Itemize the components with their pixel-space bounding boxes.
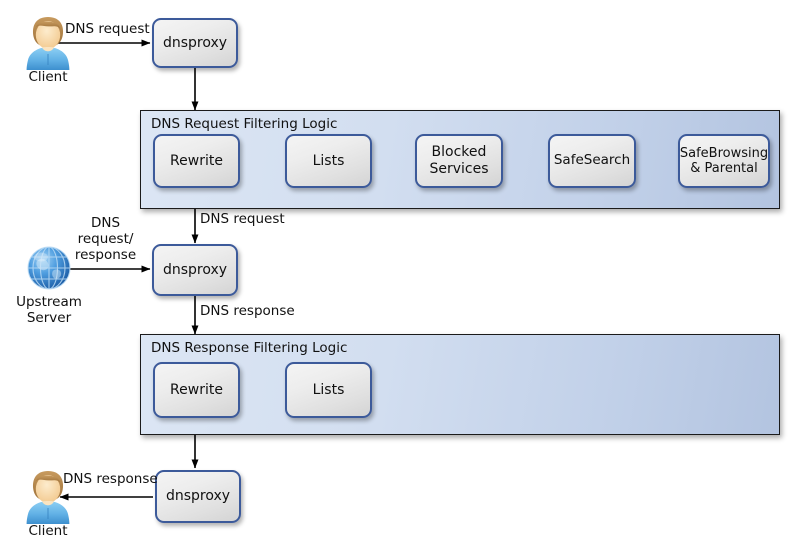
node-req-rewrite[interactable]: Rewrite	[153, 134, 240, 188]
container-response-filtering-logic: DNS Response Filtering Logic	[140, 334, 780, 435]
node-resp-lists[interactable]: Lists	[285, 362, 372, 418]
node-dnsproxy-top[interactable]: dnsproxy	[152, 18, 238, 68]
node-dnsproxy-bottom[interactable]: dnsproxy	[155, 470, 241, 523]
node-req-blocked-services[interactable]: Blocked Services	[415, 134, 503, 188]
node-resp-rewrite[interactable]: Rewrite	[153, 362, 240, 418]
actor-caption-client-top: Client	[28, 69, 68, 85]
edge-label-upstream-exchange: DNS request/ response	[74, 215, 137, 263]
user-icon	[26, 471, 70, 524]
node-req-safesearch[interactable]: SafeSearch	[548, 134, 636, 188]
actor-caption-upstream-server: Upstream Server	[16, 294, 82, 326]
node-req-safebrowsing-parental[interactable]: SafeBrowsing & Parental	[678, 134, 770, 188]
node-req-lists[interactable]: Lists	[285, 134, 372, 188]
edge-label-dnsproxy-to-client: DNS response	[63, 471, 158, 487]
container-title-response-filtering-logic: DNS Response Filtering Logic	[151, 340, 348, 356]
edge-label-dnsproxy-to-response-filter: DNS response	[200, 303, 295, 319]
edge-label-dnsproxy-to-request-filter: DNS request	[200, 211, 285, 227]
edge-label-client-to-dnsproxy: DNS request	[65, 21, 150, 37]
actor-caption-client-bottom: Client	[28, 523, 68, 539]
container-title-request-filtering-logic: DNS Request Filtering Logic	[151, 116, 338, 132]
node-dnsproxy-middle[interactable]: dnsproxy	[152, 244, 238, 296]
user-icon	[26, 17, 70, 70]
